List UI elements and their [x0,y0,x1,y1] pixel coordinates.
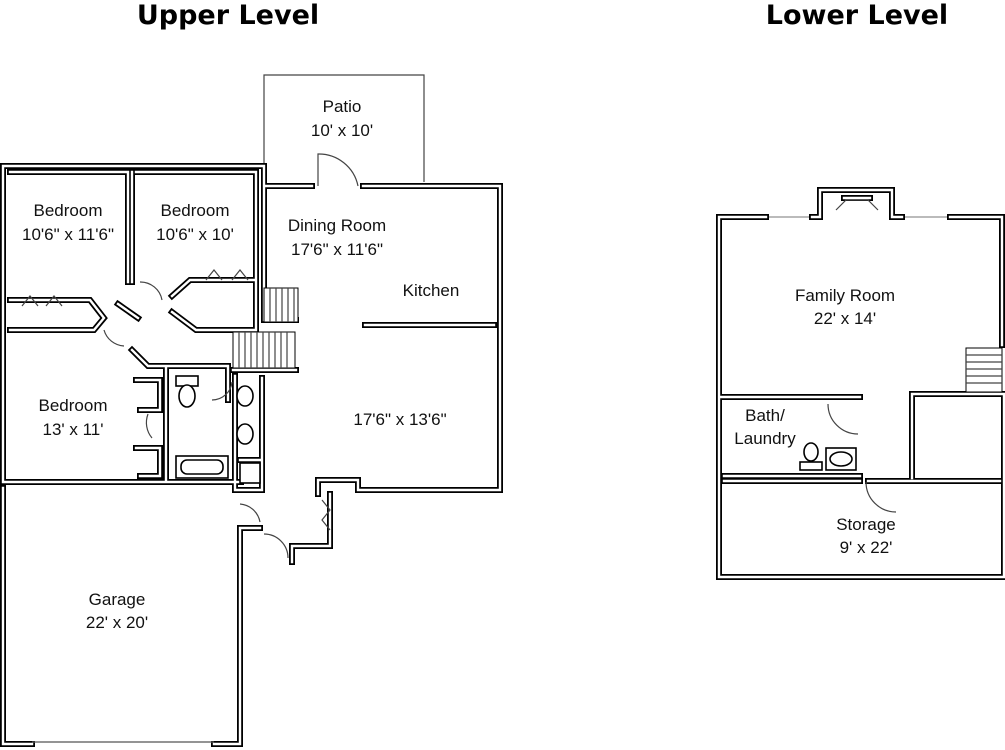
garage-label: Garage [89,590,146,609]
bedroom-w-label: Bedroom [39,396,108,415]
lower-stairs [965,347,1003,393]
storage-door [865,481,897,513]
upper-walls [0,163,503,747]
dining-room-size: 17'6" x 11'6" [291,240,383,259]
entry-door [263,533,289,559]
bedroom-door-ne [139,281,163,301]
family-room-size: 22' x 14' [814,309,876,328]
upper-level-heading: Upper Level [137,0,319,31]
patio-label: Patio [323,97,362,116]
closet-door-nw [21,295,63,307]
lower-bath-fixtures [799,442,857,471]
bedroom-nw-size: 10'6" x 11'6" [22,225,114,244]
lower-walls [716,187,1005,580]
dining-room-label: Dining Room [288,216,386,235]
bedroom-ne-size: 10'6" x 10' [156,225,234,244]
lower-level-heading: Lower Level [766,0,948,31]
lower-bath-door [827,403,859,435]
storage-label: Storage [836,515,896,534]
bedroom-w-size: 13' x 11' [43,420,104,439]
closet-door-entry [321,499,331,531]
upper-stairs [232,287,299,369]
bath-laundry-label-line1: Bath/ [745,406,785,425]
fireplace [835,199,879,211]
patio-outline [263,74,425,186]
bedroom-ne-label: Bedroom [161,201,230,220]
living-room-size: 17'6" x 13'6" [353,410,446,429]
upper-level-plan: Patio 10' x 10' Bedroom 10'6" x 11'6" Be… [0,74,503,747]
patio-door [317,153,359,187]
garage-size: 22' x 20' [86,613,148,632]
patio-size: 10' x 10' [311,121,373,140]
family-room-label: Family Room [795,286,895,305]
garage-door-swing [239,503,261,523]
upper-bath-fixtures [175,375,261,484]
closet-door-ne [205,269,249,281]
closet-door-w [145,413,153,439]
lower-level-plan: Family Room 22' x 14' Bath/ Laundry Stor… [716,187,1005,580]
storage-size: 9' x 22' [840,538,893,557]
bath-door [211,381,233,401]
kitchen-label: Kitchen [403,281,460,300]
bath-laundry-label-line2: Laundry [734,429,796,448]
bedroom-door-w [103,329,125,347]
bedroom-nw-label: Bedroom [34,201,103,220]
